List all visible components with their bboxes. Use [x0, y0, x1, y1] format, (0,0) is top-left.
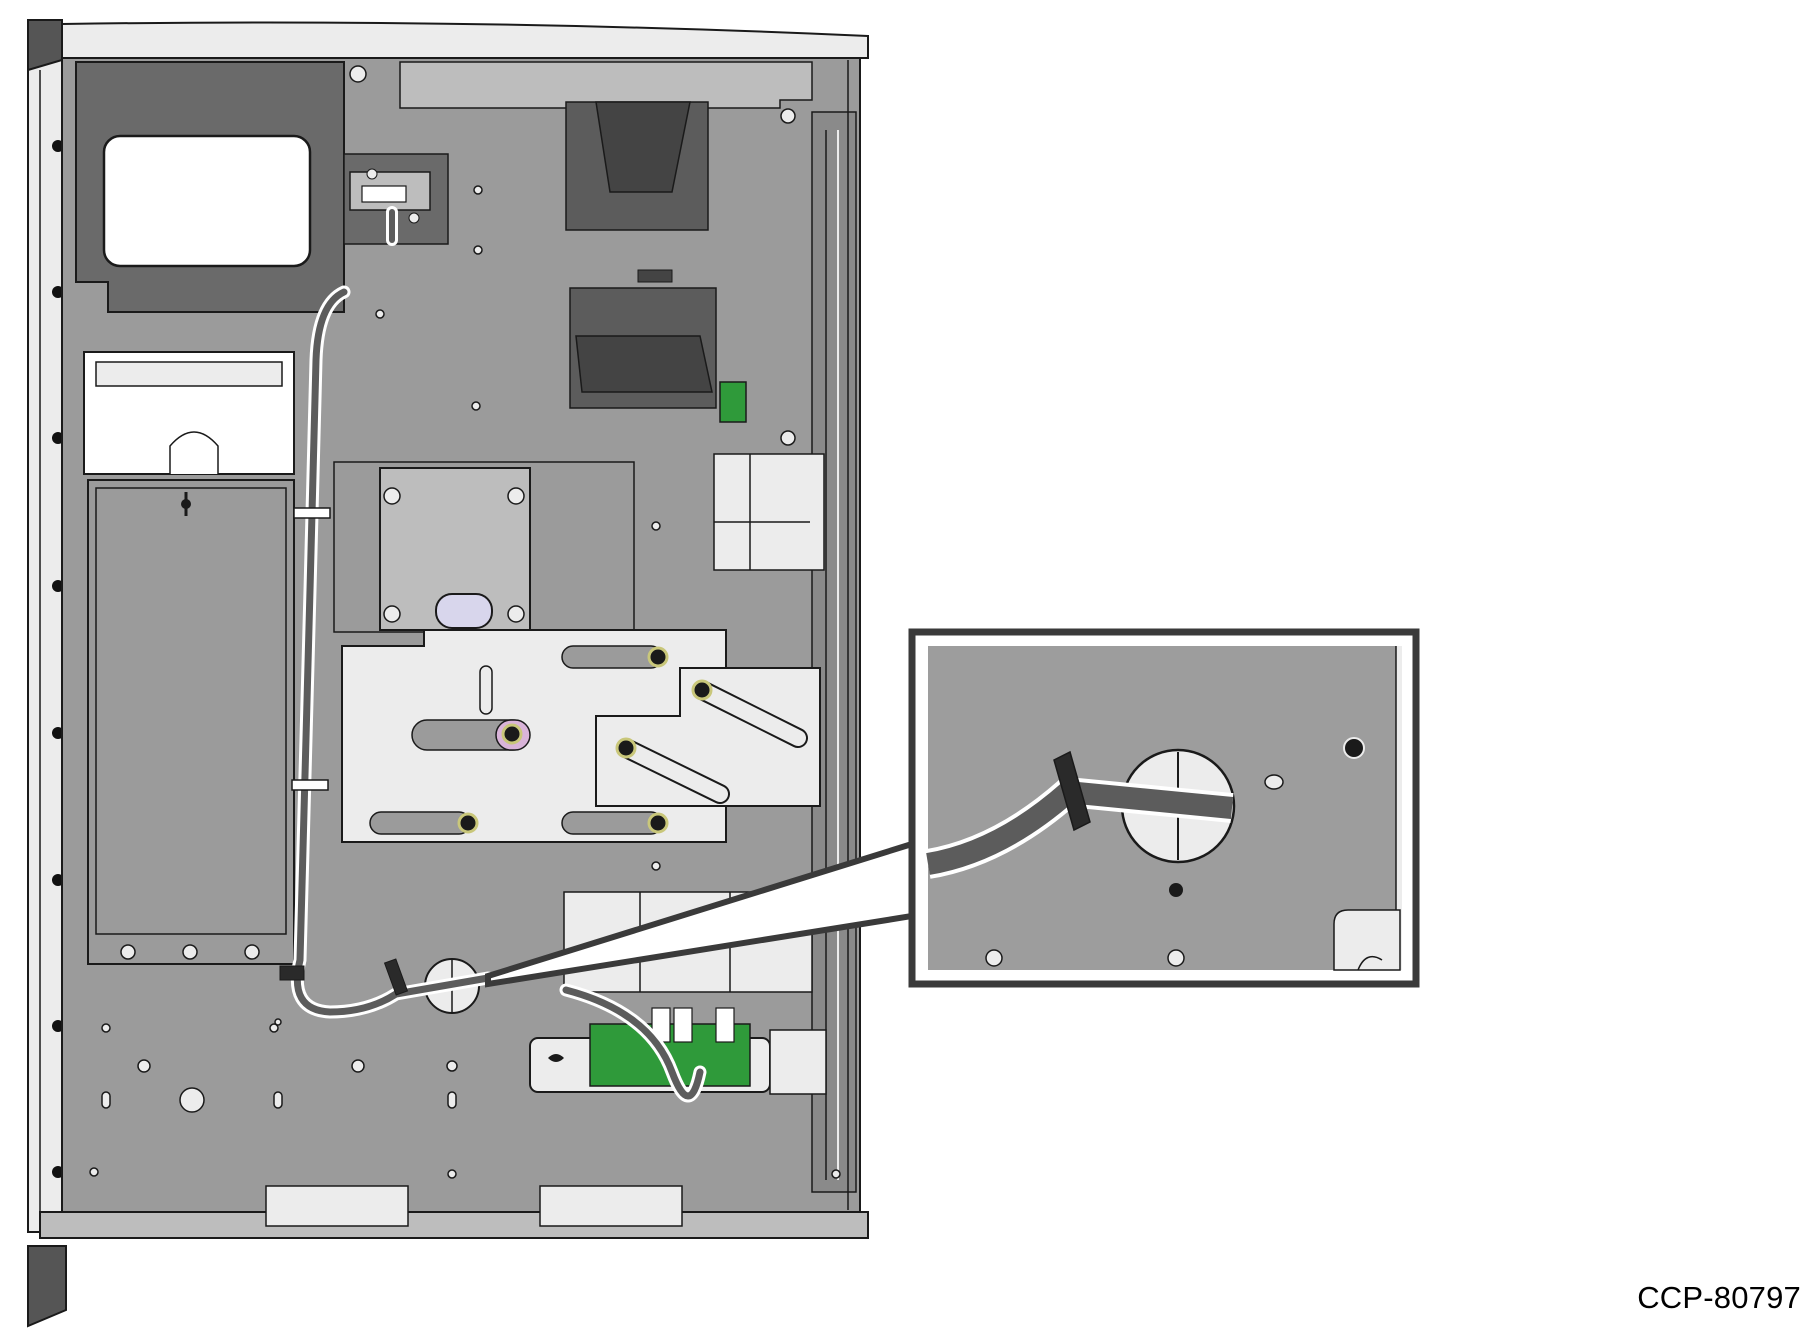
screw-icon — [457, 646, 713, 834]
top-center-module — [349, 61, 813, 231]
figure-id-label: CCP-80797 — [1637, 1280, 1801, 1315]
center-printer-module — [569, 269, 796, 446]
top-left-mounting-plate — [75, 61, 345, 313]
detail-inset — [908, 628, 1420, 988]
cable-tie-icon — [279, 507, 409, 996]
panel-mounting-holes — [89, 185, 841, 1179]
cabinet-right-rail — [811, 60, 857, 1210]
right-side-block — [713, 453, 825, 571]
cable-icon — [290, 206, 707, 1103]
adjustment-plate — [341, 629, 821, 843]
left-paper-tray — [83, 351, 295, 965]
circuit-board-icon — [719, 381, 747, 423]
center-mounting-bracket — [333, 461, 635, 633]
cabinet-top-edge — [61, 21, 869, 59]
cabinet-side-rail — [27, 19, 67, 1328]
